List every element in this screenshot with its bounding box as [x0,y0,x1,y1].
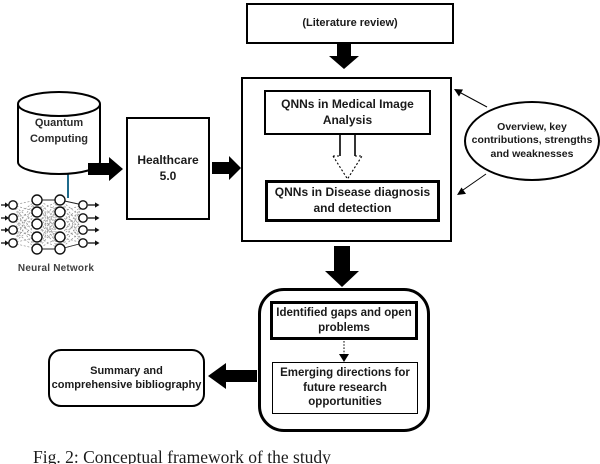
arrow-qnn-to-gaps [325,246,359,287]
neural-network-graphic [1,194,100,255]
node-qnn-group [241,77,452,242]
node-literature-review: (Literature review) [246,3,454,44]
node-summary-bibliography: Summary and comprehensive bibliography [48,349,205,407]
arrow-gaps-to-emerging [339,341,349,362]
node-findings-group [258,288,430,432]
arrow-healthcare-to-qnn [212,156,241,180]
node-overview-label: Overview, key contributions, strengths a… [471,121,593,160]
arrow-literature-to-qnn [329,44,359,69]
hollow-arrow-analysis-to-diagnosis [332,135,363,181]
node-identified-gaps: Identified gaps and open problems [270,301,418,340]
neural-network-label: Neural Network [17,263,95,274]
node-identified-gaps-label: Identified gaps and open problems [276,306,412,334]
database-cylinder-icon [17,91,101,175]
node-quantum-computing-label: Quantum Computing [29,117,89,145]
node-emerging-directions: Emerging directions for future research … [272,362,418,414]
node-summary-bibliography-label: Summary and comprehensive bibliography [51,364,202,391]
node-emerging-directions-label: Emerging directions for future research … [280,366,410,409]
node-qnn-disease-diagnosis: QNNs in Disease diagnosis and detection [265,180,440,222]
arrow-gaps-to-summary [208,363,257,389]
node-healthcare-label: Healthcare 5.0 [137,152,199,183]
node-qnn-disease-diagnosis-label: QNNs in Disease diagnosis and detection [274,185,431,215]
node-qnn-medical-image: QNNs in Medical Image Analysis [264,90,431,135]
node-overview-ellipse: Overview, key contributions, strengths a… [464,101,600,181]
arrow-overview-to-qnn-bottom [457,173,487,195]
node-qnn-medical-image-label: QNNs in Medical Image Analysis [281,96,414,127]
arrow-overview-to-qnn-top [454,89,488,108]
figure-caption: Fig. 2: Conceptual framework of the stud… [33,447,331,464]
arrow-quantum-to-healthcare [88,157,123,181]
node-literature-review-label: (Literature review) [302,17,398,30]
node-healthcare: Healthcare 5.0 [126,117,210,220]
